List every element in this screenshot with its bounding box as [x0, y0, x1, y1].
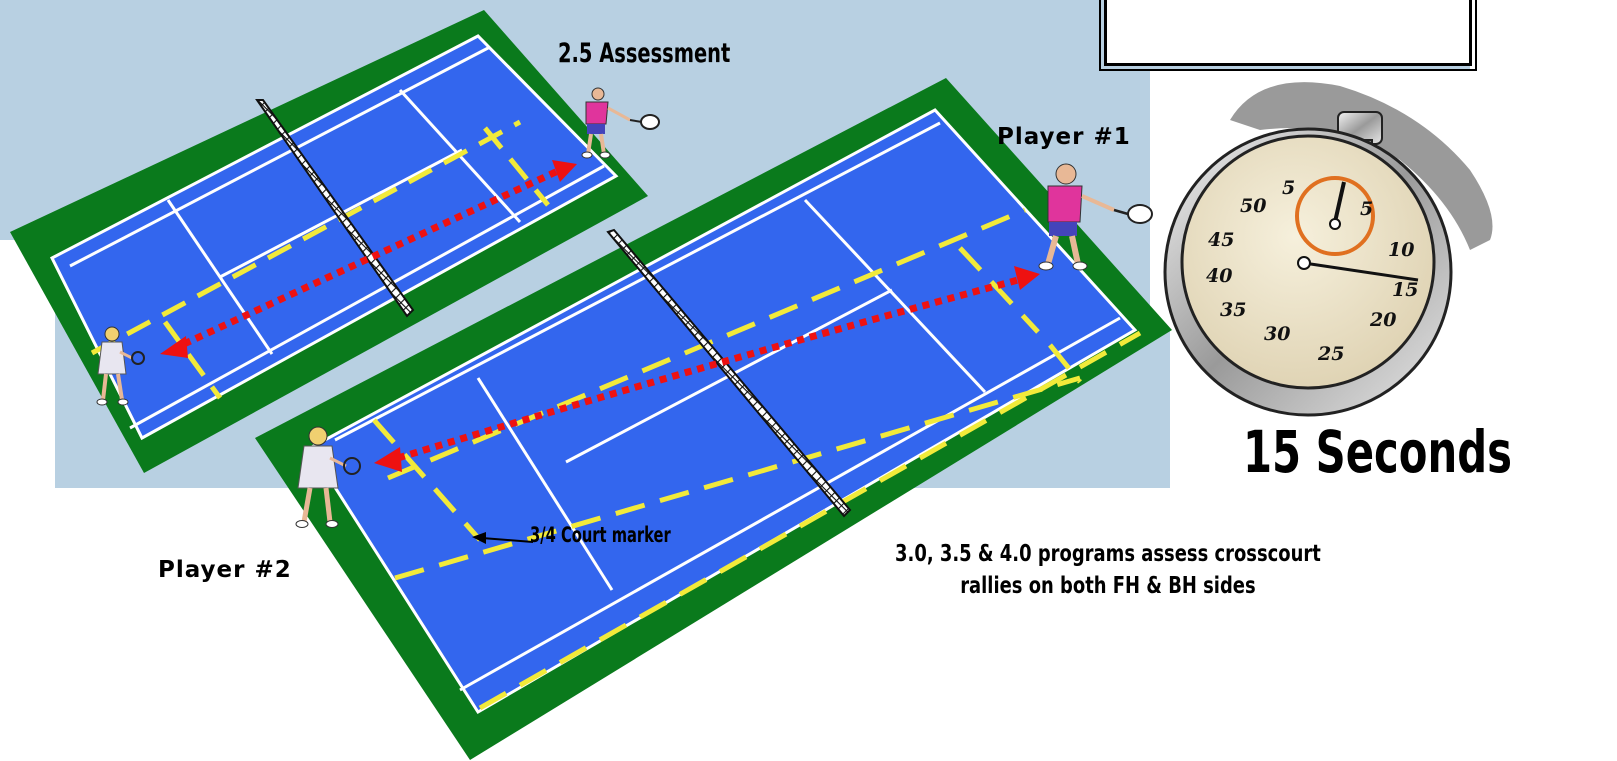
court-1-rally-arrow — [160, 160, 577, 358]
player-2-figure — [295, 426, 361, 528]
dial-number-25: 25 — [1317, 343, 1344, 365]
court-2-rally-arrow — [374, 266, 1040, 472]
dial-number-5: 5 — [1360, 198, 1373, 220]
dial-number-10: 10 — [1388, 239, 1414, 261]
court-main-crosscourt — [255, 78, 1172, 760]
player-1-label: Player #1 — [997, 124, 1131, 150]
dial-number-40: 40 — [1206, 265, 1232, 287]
dial-number-20: 20 — [1369, 309, 1396, 331]
stopwatch-dial: 5 10 15 20 25 30 35 40 45 50 5 — [1206, 177, 1418, 365]
top-info-box — [1099, 0, 1477, 71]
court-2-5-assessment — [10, 10, 648, 473]
dial-number-50: 50 — [1240, 195, 1266, 217]
player-2-label: Player #2 — [158, 557, 292, 583]
court-2-net — [606, 228, 852, 518]
court-1-net — [255, 99, 415, 318]
court-1-yellow-markers — [90, 119, 550, 400]
programs-caption: 3.0, 3.5 & 4.0 programs assess crosscour… — [835, 538, 1321, 602]
programs-caption-line-1: 3.0, 3.5 & 4.0 programs assess crosscour… — [895, 541, 1321, 567]
player-1-figure — [1038, 163, 1153, 271]
dial-number-35: 35 — [1220, 299, 1246, 321]
dial-number-30: 30 — [1264, 323, 1290, 345]
stopwatch-icon: 5 10 15 20 25 30 35 40 45 50 5 — [1163, 82, 1493, 417]
court-2-surface — [310, 110, 1135, 712]
court-marker-arrow — [472, 532, 534, 544]
stopwatch-minute-hand — [1333, 181, 1346, 223]
player-figure-baseline-left — [96, 326, 145, 406]
court-1-lines — [49, 34, 619, 441]
dial-number-5-inner: 5 — [1282, 177, 1295, 199]
dial-number-15: 15 — [1392, 279, 1418, 301]
dial-number-45: 45 — [1208, 229, 1234, 251]
player-figure-assessment — [581, 87, 660, 159]
timer-label: 15 Seconds — [1243, 418, 1512, 486]
assessment-title: 2.5 Assessment — [558, 38, 731, 69]
tennis-drill-diagram: 5 10 15 20 25 30 35 40 45 50 5 — [0, 0, 1493, 760]
programs-caption-line-2: rallies on both FH & BH sides — [960, 573, 1256, 599]
stopwatch-second-hand — [1303, 261, 1419, 282]
court-marker-label: 3/4 Court marker — [530, 523, 671, 547]
court-1-surface — [52, 36, 616, 438]
